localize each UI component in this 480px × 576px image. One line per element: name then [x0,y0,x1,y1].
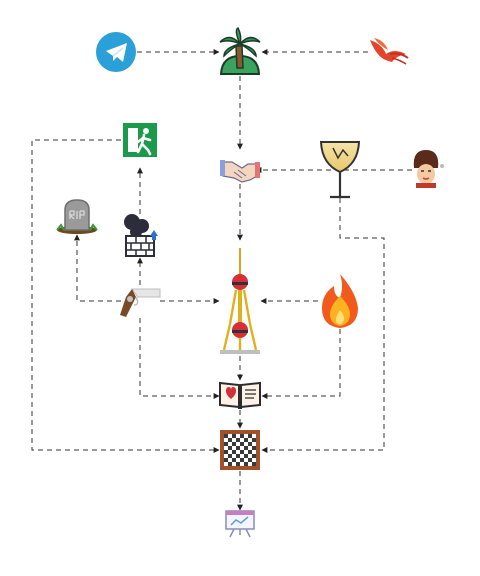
palm-island-icon [219,26,261,75]
chessboard-icon [220,430,260,470]
edge-cocktail-to-chessboard [261,198,385,453]
phoenix-bird-icon [370,38,409,65]
edges [31,49,412,511]
edge-pistol-to-tombstone [74,234,121,302]
edge-fire-to-book [261,329,341,399]
presentation-board-icon [225,510,255,538]
cocktail-glass-icon [319,141,361,199]
edge-exit-to-chessboard [31,139,220,453]
rip-tombstone-icon [56,199,98,234]
emergency-exit-icon [123,123,157,157]
pistol-icon [120,288,161,317]
open-book-hearts-icon [219,381,261,409]
smoking-brick-wall-icon [124,214,158,257]
royal-guard-icon [413,150,444,188]
fire-icon [322,274,358,328]
edge-pistol-to-book [139,318,220,399]
telegram-icon [96,32,136,72]
oriental-pearl-tower-icon [220,248,260,354]
handshake-icon [220,160,260,183]
